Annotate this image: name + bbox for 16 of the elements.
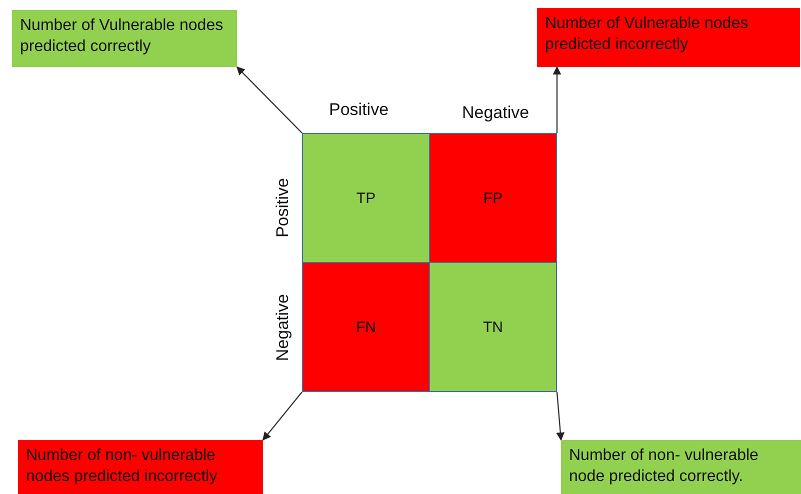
arrow xyxy=(556,392,565,441)
row-header: Positive xyxy=(273,178,293,238)
row-header: Negative xyxy=(273,294,293,362)
arrow xyxy=(236,66,302,134)
callout-box: Number of Vulnerable nodes predicted correctly xyxy=(12,10,237,67)
column-header: Negative xyxy=(462,103,530,123)
callout-box: Number of non- vulnerable nodes predicted incorrectly xyxy=(18,440,263,494)
matrix-cell: TP xyxy=(302,133,430,263)
arrow xyxy=(552,66,562,133)
column-header: Positive xyxy=(329,100,389,120)
matrix-cell: FP xyxy=(429,133,557,263)
matrix-cell: FN xyxy=(302,262,430,392)
callout-box: Number of Vulnerable nodes predicted incorrectly xyxy=(537,8,800,67)
arrow xyxy=(262,392,302,441)
matrix-cell: TN xyxy=(429,262,557,392)
callout-box: Number of non- vulnerable node predicted correctly. xyxy=(561,440,801,494)
